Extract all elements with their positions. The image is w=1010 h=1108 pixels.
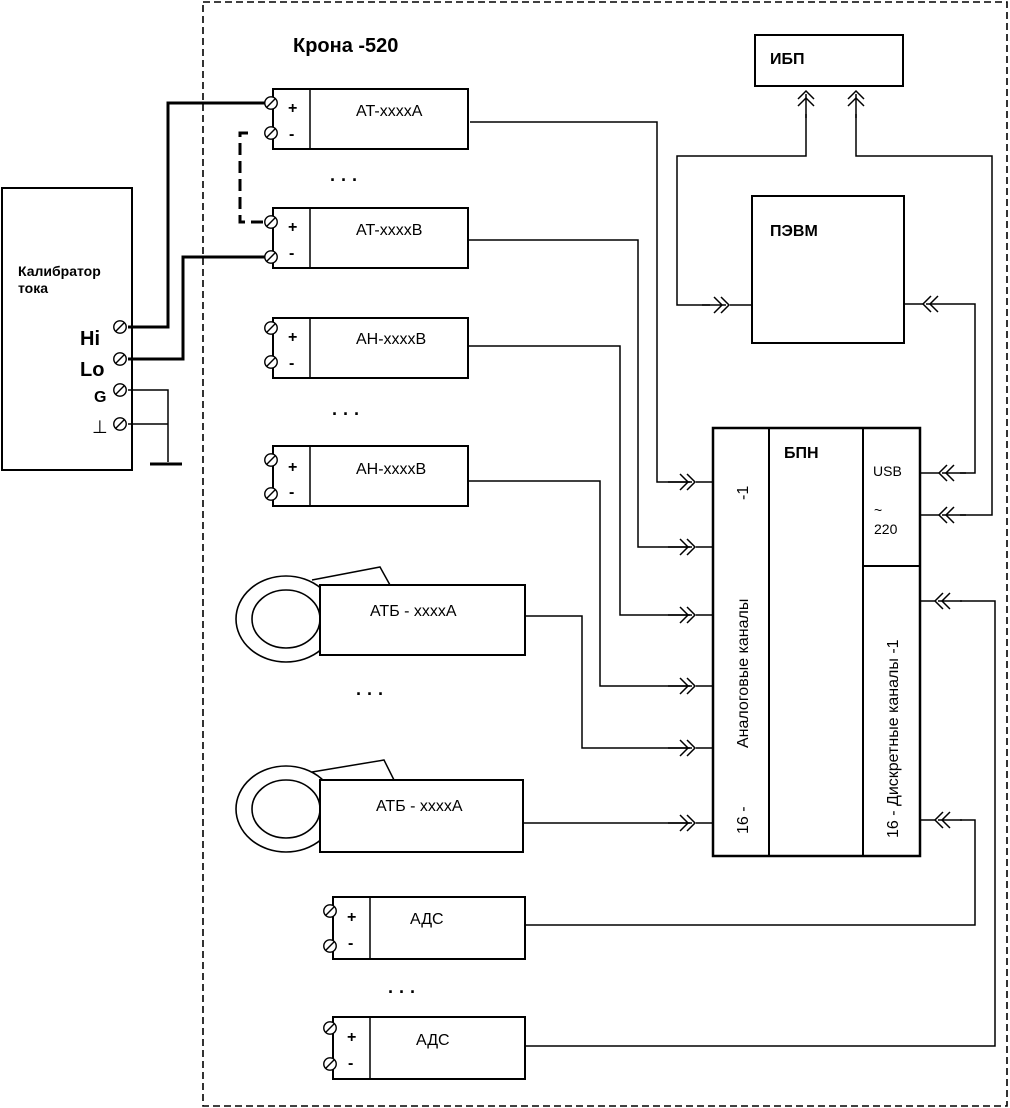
link-at-b bbox=[468, 239, 690, 548]
sensor-at-b-label: AT-xxxxB bbox=[356, 222, 422, 239]
link-at-a bbox=[470, 121, 690, 483]
wire-lo bbox=[128, 255, 266, 361]
sensor-ads2-label: АДС bbox=[416, 1032, 450, 1049]
link-220-ups bbox=[855, 114, 993, 516]
minus-label: - bbox=[348, 1055, 353, 1072]
connector-icon bbox=[797, 90, 815, 118]
sensor-at-a-label: AT-xxxxA bbox=[356, 103, 423, 120]
link-atb1 bbox=[525, 615, 690, 749]
terminal-hi-screw-icon bbox=[113, 320, 127, 334]
link-ups-pc bbox=[676, 114, 807, 306]
pc-box: ПЭВМ bbox=[751, 195, 905, 344]
sensor-ah-b1-label: AH-xxxxB bbox=[356, 331, 426, 348]
terminal-ground-label: ⊥ bbox=[92, 417, 108, 437]
screw-icon bbox=[264, 126, 278, 140]
screw-icon bbox=[264, 215, 278, 229]
screw-icon bbox=[323, 939, 337, 953]
plus-label: + bbox=[288, 219, 297, 236]
screw-icon bbox=[264, 453, 278, 467]
connector-icon bbox=[668, 538, 696, 556]
link-ads1 bbox=[525, 819, 976, 926]
sensor-ah-b1: + - AH-xxxxB bbox=[264, 317, 469, 379]
pc-label: ПЭВМ bbox=[770, 223, 818, 240]
sensor-at-b: + - AT-xxxxB bbox=[264, 207, 469, 269]
sensor-at-a: + - AT-xxxxA bbox=[264, 88, 469, 150]
ups-box: ИБП bbox=[754, 34, 904, 87]
bpn-title: БПН bbox=[784, 445, 819, 462]
plus-label: + bbox=[288, 329, 297, 346]
connector-icon bbox=[668, 677, 696, 695]
ellipsis-2: · · · bbox=[332, 404, 360, 424]
minus-label: - bbox=[289, 245, 294, 262]
screw-icon bbox=[323, 904, 337, 918]
bpn-mains-label: 220 bbox=[874, 521, 898, 537]
connector-icon bbox=[922, 295, 950, 313]
ellipsis-1: · · · bbox=[330, 170, 358, 190]
terminal-g-label: G bbox=[94, 389, 106, 406]
analog-channel-last: 16 - bbox=[735, 806, 752, 834]
screw-icon bbox=[323, 1021, 337, 1035]
bpn-unit: БПН USB ~ 220 Аналоговые каналы -1 16 - … bbox=[711, 426, 922, 858]
plus-label: + bbox=[288, 100, 297, 117]
terminal-lo-screw-icon bbox=[113, 352, 127, 366]
connector-icon bbox=[934, 811, 962, 829]
ellipsis-3: · · · bbox=[356, 684, 384, 704]
current-calibrator: Калибратор тока Hi Lo G ⊥ bbox=[1, 187, 133, 471]
wire-g bbox=[128, 389, 169, 462]
bpn-tilde-label: ~ bbox=[874, 502, 882, 518]
screw-icon bbox=[264, 355, 278, 369]
calibrator-title-line2: тока bbox=[18, 280, 48, 296]
sensor-atb2-label: АТБ - xxxxA bbox=[376, 798, 463, 815]
minus-label: - bbox=[289, 126, 294, 143]
sensor-atb1-label: АТБ - xxxxA bbox=[370, 603, 457, 620]
ups-label: ИБП bbox=[770, 51, 805, 68]
sensor-ah-b2: + - AH-xxxxB bbox=[264, 445, 469, 507]
system-title: Крона -520 bbox=[293, 35, 398, 57]
connector-icon bbox=[934, 592, 962, 610]
plus-label: + bbox=[347, 1029, 356, 1046]
connector-icon bbox=[668, 814, 696, 832]
connector-icon bbox=[702, 296, 730, 314]
connector-icon bbox=[668, 473, 696, 491]
connector-icon bbox=[668, 739, 696, 757]
screw-icon bbox=[264, 250, 278, 264]
plus-label: + bbox=[288, 459, 297, 476]
analog-channel-first: -1 bbox=[735, 486, 752, 500]
ellipsis-4: · · · bbox=[388, 982, 416, 1002]
calibrator-title-line1: Калибратор bbox=[18, 263, 101, 279]
terminal-lo-label: Lo bbox=[80, 359, 104, 381]
plus-label: + bbox=[347, 909, 356, 926]
sensor-ads2: + - АДС bbox=[323, 1016, 526, 1080]
link-ah-b2 bbox=[468, 480, 690, 687]
link-ads2 bbox=[525, 600, 996, 1047]
connector-icon bbox=[938, 506, 966, 524]
krona-enclosure bbox=[202, 1, 1008, 1107]
screw-icon bbox=[264, 96, 278, 110]
connector-icon bbox=[938, 464, 966, 482]
sensor-atb1: АТБ - xxxxA bbox=[235, 566, 526, 663]
minus-label: - bbox=[348, 935, 353, 952]
connector-icon bbox=[668, 606, 696, 624]
terminal-ground-screw-icon bbox=[113, 417, 127, 431]
bpn-usb-label: USB bbox=[873, 463, 902, 479]
link-usb-pc bbox=[950, 303, 976, 474]
screw-icon bbox=[264, 321, 278, 335]
analog-channels-label: Аналоговые каналы bbox=[735, 599, 752, 748]
link-ah-b1 bbox=[468, 345, 690, 616]
sensor-ah-b2-label: AH-xxxxB bbox=[356, 461, 426, 478]
terminal-g-screw-icon bbox=[113, 383, 127, 397]
screw-icon bbox=[323, 1057, 337, 1071]
screw-icon bbox=[264, 487, 278, 501]
terminal-hi-label: Hi bbox=[80, 328, 100, 350]
wire-hi bbox=[128, 101, 266, 329]
wire-series-jumper bbox=[238, 131, 266, 224]
sensor-ads1: + - АДС bbox=[323, 896, 526, 960]
minus-label: - bbox=[289, 484, 294, 501]
discrete-channels-label: 16 - Дискретные каналы -1 bbox=[885, 639, 902, 838]
sensor-atb2: АТБ - xxxxA bbox=[235, 759, 524, 853]
minus-label: - bbox=[289, 355, 294, 372]
connector-icon bbox=[847, 90, 865, 118]
sensor-ads1-label: АДС bbox=[410, 911, 444, 928]
